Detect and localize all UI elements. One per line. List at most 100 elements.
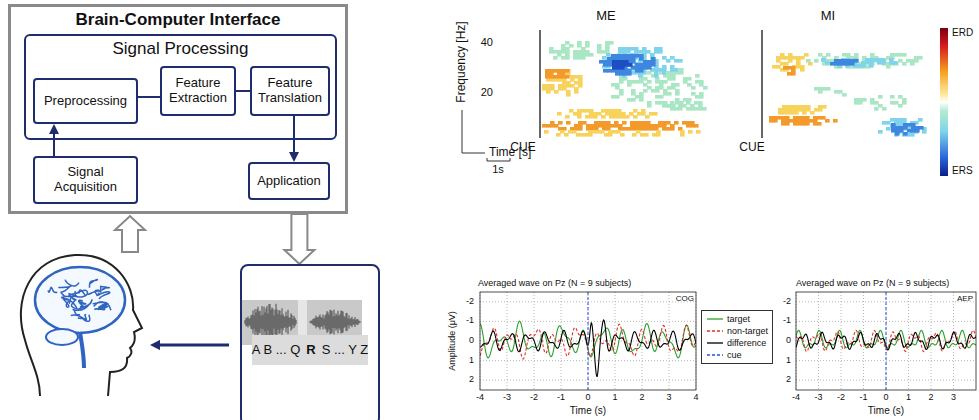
tf-cell bbox=[818, 53, 823, 57]
tf-cell bbox=[842, 93, 847, 97]
tf-cell bbox=[608, 133, 613, 137]
chart-label: 2 bbox=[786, 375, 791, 385]
audio-wave bbox=[295, 318, 296, 326]
tf-cell bbox=[662, 71, 667, 75]
tf-cell bbox=[873, 58, 878, 62]
tf-cell bbox=[678, 107, 683, 111]
tf-cell bbox=[877, 61, 882, 65]
audio-wave bbox=[293, 319, 294, 325]
tf-cell bbox=[597, 112, 602, 116]
audio-wave bbox=[348, 319, 349, 326]
tf-cell bbox=[814, 59, 819, 63]
audio-wave bbox=[358, 319, 359, 324]
tf-cell bbox=[674, 59, 679, 63]
tf-cell bbox=[874, 101, 879, 105]
audio-wave bbox=[333, 316, 334, 327]
tf-cell bbox=[830, 62, 835, 66]
scale-bar bbox=[487, 158, 510, 161]
tf-cell bbox=[639, 69, 644, 73]
feedback-arrow bbox=[158, 344, 229, 347]
tf-patch bbox=[821, 58, 898, 68]
tf-cell bbox=[683, 80, 688, 84]
tf-cell bbox=[675, 83, 680, 87]
legend-text: target bbox=[727, 314, 750, 324]
tf-cell bbox=[564, 133, 569, 137]
tf-cell bbox=[686, 124, 691, 128]
audio-wave bbox=[261, 315, 262, 328]
tf-cell bbox=[769, 119, 774, 123]
audio-wave bbox=[347, 313, 348, 331]
tf-cell bbox=[686, 107, 691, 111]
audio-wave bbox=[326, 314, 327, 330]
tf-cell bbox=[565, 69, 570, 73]
head-illustration bbox=[21, 255, 142, 396]
tf-patch bbox=[544, 130, 701, 137]
tf-cell bbox=[603, 63, 608, 67]
tf-cell bbox=[696, 130, 701, 134]
audio-wave bbox=[357, 319, 358, 325]
tf-cell bbox=[834, 90, 839, 94]
tf-cell bbox=[786, 111, 791, 115]
tf-cell bbox=[802, 111, 807, 115]
chart-label: AEP bbox=[957, 295, 973, 304]
tf-cell bbox=[789, 119, 794, 123]
audio-wave bbox=[260, 311, 261, 334]
tf-cell bbox=[651, 89, 656, 93]
tf-cell bbox=[858, 101, 863, 105]
tf-cell bbox=[598, 124, 603, 128]
tf-patch bbox=[662, 101, 707, 111]
chart-label: 0 bbox=[786, 336, 791, 346]
tf-cell bbox=[605, 112, 610, 116]
tf-cell bbox=[638, 74, 643, 78]
tf-cell bbox=[574, 90, 579, 94]
legend-line bbox=[707, 354, 723, 355]
legend-row: cue bbox=[706, 349, 768, 361]
tf-cell bbox=[690, 124, 695, 128]
tf-cell bbox=[659, 95, 664, 99]
tf-cell bbox=[656, 133, 661, 137]
tf-cell bbox=[560, 130, 565, 134]
erp-plots bbox=[480, 292, 976, 390]
erp-plot bbox=[480, 292, 696, 390]
tf-cell bbox=[629, 112, 634, 116]
tf-cell bbox=[772, 65, 777, 69]
tf-cell bbox=[650, 127, 655, 131]
audio-wave bbox=[323, 315, 324, 330]
tf-cell bbox=[682, 121, 687, 125]
chart-label: -2 bbox=[466, 297, 474, 307]
audio-wave bbox=[329, 315, 330, 329]
tf-patch bbox=[602, 47, 683, 78]
tf-cell bbox=[894, 133, 899, 137]
tf-cell bbox=[611, 83, 616, 87]
tf-cell bbox=[922, 130, 927, 134]
tf-cell bbox=[597, 50, 602, 54]
tf-cell bbox=[601, 109, 606, 113]
tf-cell bbox=[806, 108, 811, 112]
process-box: Feature Translation bbox=[250, 66, 330, 116]
tf-cell bbox=[670, 107, 675, 111]
tf-cell bbox=[862, 65, 867, 69]
tf-cell bbox=[630, 127, 635, 131]
tf-cell bbox=[637, 112, 642, 116]
audio-wave bbox=[334, 310, 335, 335]
tf-cell bbox=[918, 118, 923, 122]
audio-wave bbox=[319, 316, 320, 327]
tf-cell bbox=[610, 124, 615, 128]
tf-cell bbox=[670, 68, 675, 72]
tf-cell bbox=[602, 56, 607, 60]
tf-cell bbox=[599, 60, 604, 64]
tf-cell bbox=[638, 50, 643, 54]
tf-cell bbox=[671, 77, 676, 81]
box-label: Preprocessing bbox=[44, 94, 127, 109]
tf-cell bbox=[898, 59, 903, 63]
audio-wave bbox=[269, 304, 270, 340]
tf-cell bbox=[800, 68, 805, 72]
tf-patch bbox=[891, 123, 924, 136]
tf-cell bbox=[573, 112, 578, 116]
tf-cell bbox=[667, 86, 672, 90]
tf-patch bbox=[778, 105, 827, 115]
chart-label: 3 bbox=[951, 393, 956, 403]
tf-cell bbox=[674, 107, 679, 111]
tf-cell bbox=[907, 123, 912, 127]
audio-wave bbox=[336, 313, 337, 330]
